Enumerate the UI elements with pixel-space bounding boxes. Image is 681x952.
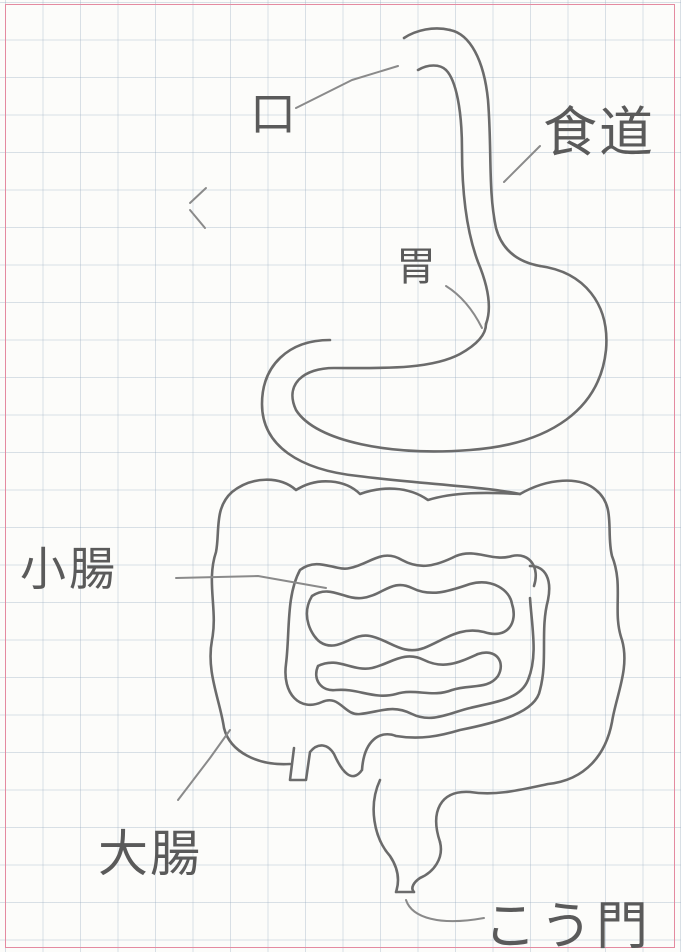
stomach-leader: [445, 285, 483, 329]
label-anus: こう門: [484, 897, 653, 952]
mouth-leader: [295, 65, 399, 109]
anus-leader: [405, 899, 485, 923]
esophagus-outline: [444, 28, 542, 326]
large-intestine-leader: [177, 729, 231, 801]
label-stomach: 胃: [396, 244, 436, 290]
small-intestine-outline: [284, 552, 537, 720]
large-intestine-outline: [209, 478, 626, 844]
stomach-duodenum-outline: [260, 338, 522, 496]
rectum-outline: [372, 778, 443, 894]
esophagus-leader: [503, 145, 541, 183]
label-esophagus: 食道: [543, 101, 655, 164]
stray-mark: [189, 187, 207, 229]
label-mouth: 口: [250, 87, 296, 141]
small-intestine-leader: [175, 575, 327, 589]
label-large-intestine: 大腸: [98, 825, 202, 883]
mouth-outline: [402, 27, 452, 72]
label-small-intestine: 小腸: [20, 542, 118, 596]
stomach-outline: [291, 264, 608, 453]
